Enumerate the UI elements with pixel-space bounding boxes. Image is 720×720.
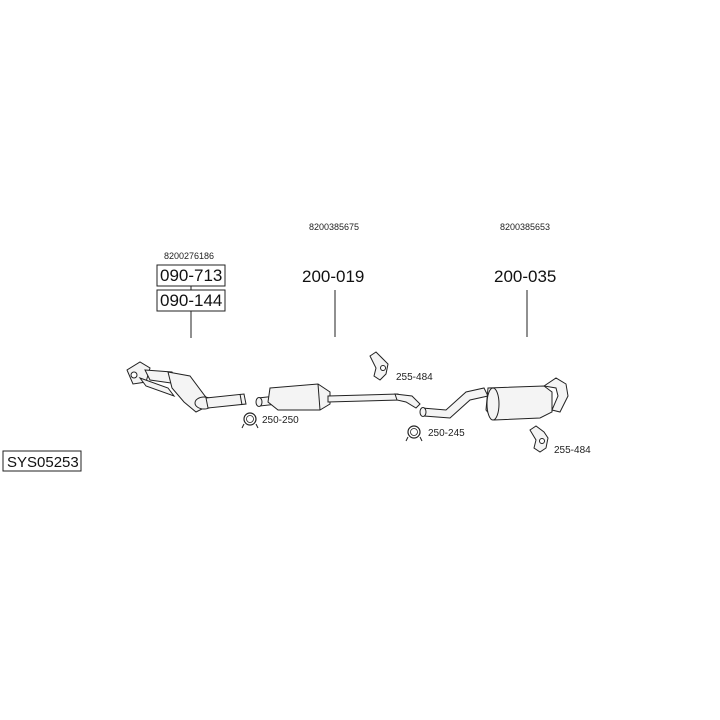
clamp-250-250[interactable]: 250-250	[241, 412, 299, 429]
catalyst-group[interactable]: 8200276186 090-713 090-144	[126, 251, 247, 413]
clamp-250-245-label: 250-245	[428, 428, 465, 439]
rear-muffler-part[interactable]	[419, 377, 569, 421]
hanger-255-484-middle[interactable]: 255-484	[369, 351, 433, 383]
clamp-250-245[interactable]: 250-245	[405, 425, 465, 442]
catalyst-part[interactable]	[126, 361, 247, 413]
hanger-icon	[369, 351, 389, 381]
clamp-icon	[405, 425, 423, 442]
hanger-255-484-rear[interactable]: 255-484	[529, 425, 591, 456]
catalyst-part-number-2: 090-144	[160, 291, 222, 310]
catalyst-oem-number: 8200276186	[164, 251, 214, 261]
center-muffler-part[interactable]	[255, 383, 421, 411]
hanger-icon	[529, 425, 549, 453]
center-muffler-part-number: 200-019	[302, 267, 364, 286]
system-code: SYS05253	[2, 450, 82, 472]
hanger-255-484-rear-label: 255-484	[554, 445, 591, 456]
catalyst-part-number-1: 090-713	[160, 266, 222, 285]
system-code-label: SYS05253	[7, 454, 79, 471]
center-muffler-group[interactable]: 8200385675 200-019	[255, 222, 421, 411]
clamp-icon	[241, 412, 259, 429]
center-muffler-oem-number: 8200385675	[309, 222, 359, 232]
rear-muffler-part-number: 200-035	[494, 267, 556, 286]
hanger-255-484-middle-label: 255-484	[396, 372, 433, 383]
rear-muffler-group[interactable]: 8200385653 200-035	[419, 222, 569, 421]
rear-muffler-oem-number: 8200385653	[500, 222, 550, 232]
clamp-250-250-label: 250-250	[262, 415, 299, 426]
